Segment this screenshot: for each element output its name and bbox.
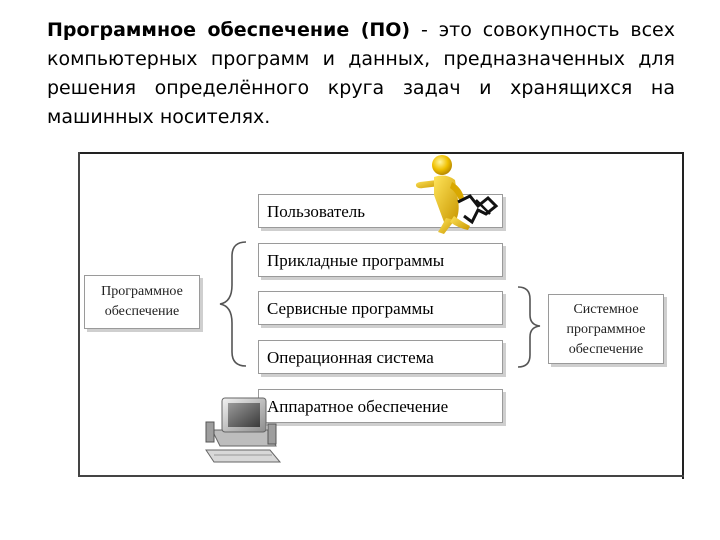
diagram-frame-left-edge — [78, 152, 80, 477]
intro-paragraph: Программное обеспечение (ПО) - это совок… — [47, 16, 675, 132]
system-software-box-line-1: Системное — [573, 302, 639, 317]
software-box-line-2: обеспечение — [104, 304, 180, 319]
layer-operating-system: Операционная система — [258, 340, 503, 374]
diagram-frame-bottom-edge — [78, 475, 684, 477]
software-box-line-1: Программное — [101, 284, 183, 299]
system-software-box-line-2: программное — [566, 322, 646, 337]
diagram-frame — [78, 152, 684, 479]
intro-definition: - это совокупность всех компьютерных про… — [47, 19, 675, 128]
left-brace — [219, 241, 247, 367]
system-software-box-line-3: обеспечение — [568, 342, 644, 357]
intro-term: Программное обеспечение (ПО) — [47, 19, 411, 41]
layer-service-programs: Сервисные программы — [258, 291, 503, 325]
system-software-box: Системное программное обеспечение — [548, 294, 664, 364]
layer-hardware: Аппаратное обеспечение — [258, 389, 503, 423]
software-box: Программное обеспечение — [84, 275, 200, 329]
right-brace — [517, 286, 541, 368]
layer-applied-programs: Прикладные программы — [258, 243, 503, 277]
